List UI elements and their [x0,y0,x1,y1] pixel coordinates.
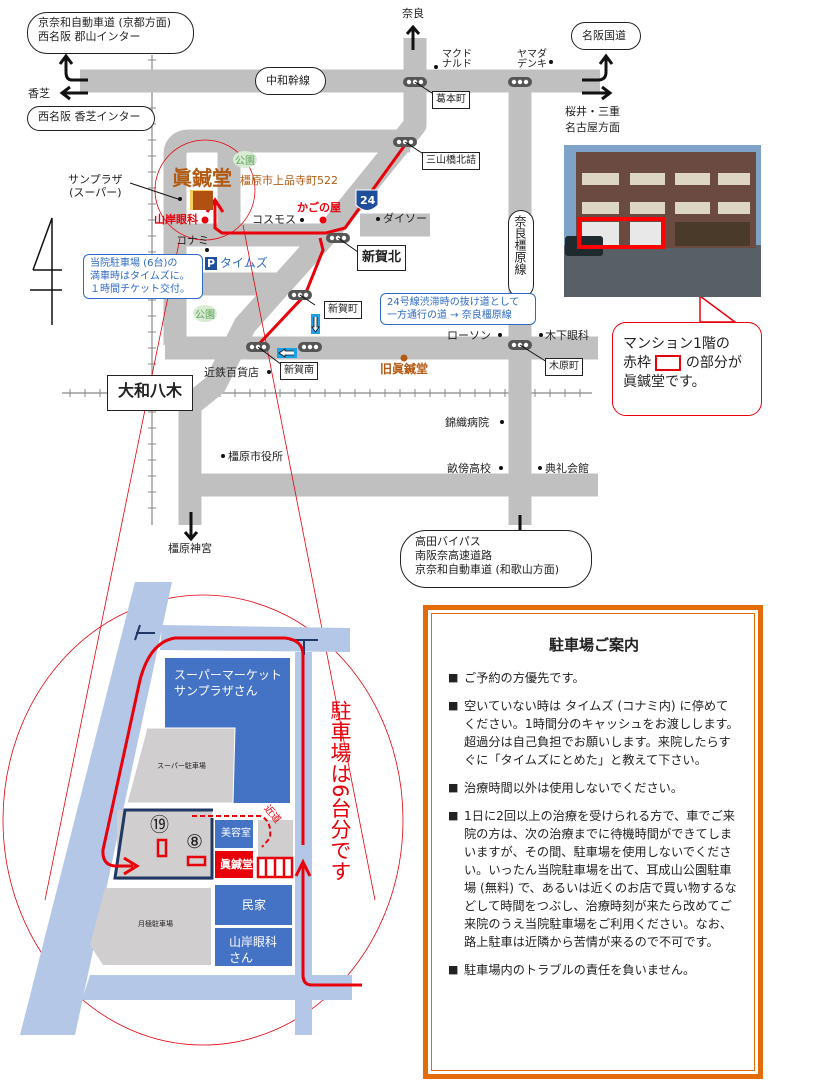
highlight-circle [154,139,256,241]
label-cityhall: 橿原市役所 [228,450,283,463]
yamagishi-block-label: 山岸眼科さん [229,935,278,965]
poi-dots [178,60,553,470]
intersection-sanzan: 三山橋北詰 [422,152,480,170]
detail-ellipse [2,594,404,1046]
intersection-kuzumoto: 葛本町 [432,91,470,109]
notice-list: ご予約の方優先です。 空いていない時は タイムズ (コナミ内) に停めてください… [448,669,740,979]
destination-takada-pill: 高田バイパス南阪奈高速道路京奈和自動車道 (和歌山方面) [400,530,592,588]
spot-8-label: ⑧ [186,831,204,853]
label-sakurai: 桜井・三重名古屋方面 [565,105,620,134]
spot-19-label: ⑲ [150,814,170,836]
notice-item: ご予約の方優先です。 [448,669,740,687]
clinic-name: 眞鍼堂 [172,166,232,190]
clinic-address: 橿原市上品寺町522 [240,174,338,187]
notice-item: 1日に2回以上の治療を受けられる方で、車でご来院の方は、次の治療までに待機時間が… [448,807,740,951]
super-parking-block [126,727,236,804]
house-label: 民家 [242,898,267,912]
traffic-light-icon [508,77,532,87]
spot-8-marker [186,855,207,867]
route-number: 24 [360,194,376,207]
parking-info-box: 当院駐車場 (6台)の満車時はタイムズに。１時間チケット交付。 [83,254,203,299]
photo-red-frame [577,217,665,249]
intersection-kiharacho: 木原町 [545,358,583,376]
salon-label: 美容室 [221,828,251,839]
label-yamada: ヤマダデンキ [517,49,547,70]
clinic-block-label: 眞鍼堂 [220,858,253,871]
red-frame-icon [655,355,682,371]
parking-stripes [256,856,294,879]
callout-line: 赤枠 の部分が [623,355,742,371]
notice-title: 駐車場ご案内 [548,636,639,654]
label-jingu: 橿原神宮 [168,542,212,555]
park-label: 公園 [233,151,257,168]
station-yamatoyagi: 大和八木 [107,375,193,411]
traffic-light-icon [298,342,322,352]
parking-notice: 駐車場ご案内 ご予約の方優先です。 空いていない時は タイムズ (コナミ内) に… [423,605,763,1079]
label-kagonoya: かごの屋 [297,201,341,214]
label-lawson: ローソン [447,329,491,342]
label-konami: コナミ [176,234,209,247]
super-parking-label: スーパー駐車場 [157,762,206,770]
intersection-shingakita: 新賀北 [357,245,407,271]
label: 西名阪 郡山インター [38,30,141,43]
notice-item: 駐車場内のトラブルの責任を負いません。 [448,961,740,979]
north-arrow-icon [30,217,62,325]
intersection-shinganan: 新賀南 [280,362,318,380]
road-loop [163,129,410,345]
destination-meihan-pill: 名阪国道 [571,22,641,50]
label-kinoshita: 木下眼科 [545,329,589,342]
label: 京奈和自動車道 (京都方面) [38,16,172,29]
traffic-lights [246,77,532,352]
label-mcdonalds: マクドナルド [442,49,472,70]
label-nara: 奈良 [402,7,424,20]
parking-p-icon: P [205,257,217,270]
label-kintetsu: 近鉄百貨店 [204,366,259,379]
road-name-chuwa: 中和幹線 [255,67,326,95]
notice-item: 空いていない時は タイムズ (コナミ内) に停めてください。1時間分のキャッシュ… [448,697,740,769]
label-kashiba: 香芝 [28,87,50,100]
destination-kashiba-ic-pill: 西名阪 香芝インター [27,106,155,131]
photo-callout: マンション1階の 赤枠 の部分が 眞鍼堂です。 [612,322,762,416]
monthly-parking-label: 月極駐車場 [138,920,173,928]
shortcut-info-box: 24号線渋滞時の抜け道として一方通行の道 → 奈良橿原線 [380,293,536,325]
label-cosmos: コスモス [252,213,296,226]
building-photo [564,145,761,297]
supermarket-label: スーパーマーケットサンプラザさん [174,668,282,698]
route-line [213,144,407,235]
label-old-clinic: 旧眞鍼堂 [380,362,429,376]
park-label: 公園 [193,305,217,322]
label-sunplaza: サンプラザ(スーパー) [68,173,123,199]
intersection-shingacho: 新賀町 [324,301,362,319]
label-yamagishi: 山岸眼科 [154,213,198,226]
label-unebi: 畝傍高校 [447,462,491,475]
notice-item: 治療時間以外は使用しないでください。 [448,779,740,797]
monthly-parking-block [90,888,211,965]
label-times: タイムズ [220,256,268,270]
capacity-label: 駐車場は6台分です [328,700,352,882]
label-tenrei: 典礼会館 [545,462,589,475]
callout-line: 眞鍼堂です。 [623,374,706,390]
label-daiso: ダイソー [383,212,427,225]
destination-kyoto-pill: 京奈和自動車道 (京都方面)西名阪 郡山インター [27,12,194,54]
detail-route [101,636,362,987]
clinic-marker [193,191,213,210]
label-nishigori: 錦織病院 [445,416,489,429]
road-name-narakashihara: 奈良橿原線 [508,210,534,298]
callout-line: マンション1階の [623,336,730,352]
spot-19-marker [156,838,168,858]
route-24-shield-icon [355,189,379,211]
